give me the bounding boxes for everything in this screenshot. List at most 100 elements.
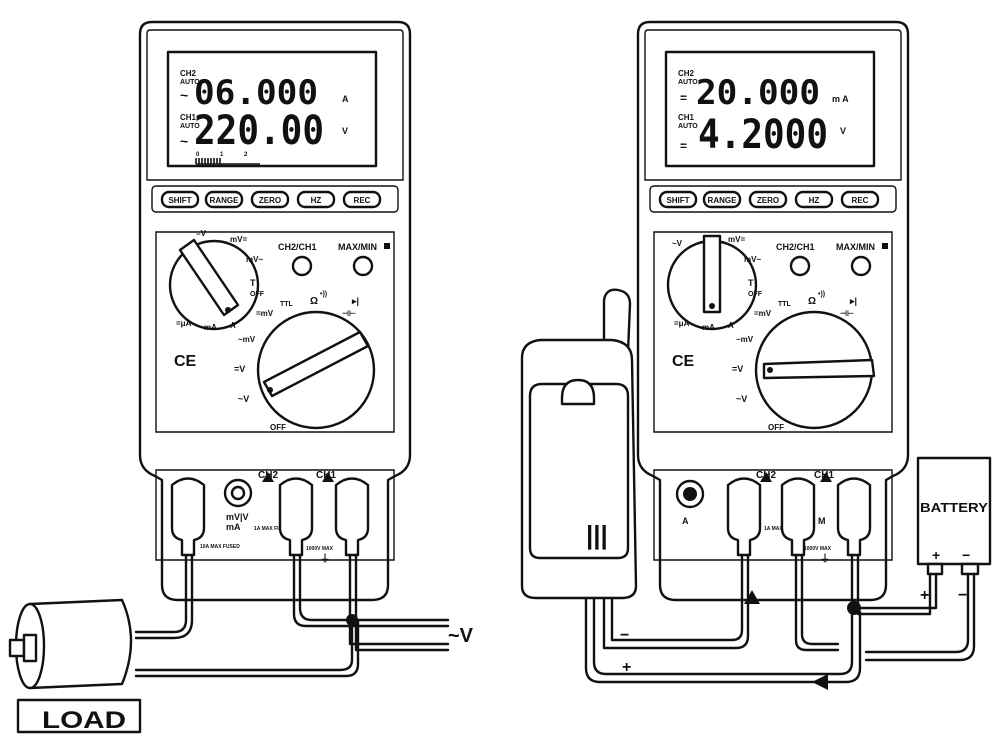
svg-text:mV=: mV= bbox=[230, 235, 247, 244]
svg-text:=μA: =μA bbox=[674, 319, 690, 328]
left-key-maxmin-label: MAX/MIN bbox=[338, 242, 377, 252]
left-key-ch2ch1[interactable] bbox=[291, 255, 313, 277]
battery-plus-terminal bbox=[926, 562, 944, 576]
right-ch1-auto: AUTO bbox=[678, 123, 698, 130]
right-button-zero[interactable]: ZERO bbox=[748, 190, 788, 209]
left-lcd-screen bbox=[166, 50, 378, 168]
right-dc-symbol-bottom: = bbox=[680, 139, 687, 153]
svg-text:~V: ~V bbox=[736, 394, 747, 404]
left-probe-plug-1 bbox=[170, 477, 206, 557]
left-junction-dot bbox=[346, 614, 358, 626]
svg-text:OFF: OFF bbox=[768, 423, 784, 432]
svg-text:Ω: Ω bbox=[310, 296, 318, 307]
right-ce-mark: CE bbox=[672, 353, 695, 370]
right-wiring: − + + − bbox=[584, 553, 976, 690]
right-key-maxmin[interactable] bbox=[850, 255, 872, 277]
transmitter-device: ||| bbox=[520, 288, 638, 600]
svg-text:~mV: ~mV bbox=[736, 335, 754, 344]
right-button-hz[interactable]: HZ bbox=[794, 190, 834, 209]
right-key-ch2ch1[interactable] bbox=[789, 255, 811, 277]
svg-text:~V: ~V bbox=[238, 394, 249, 404]
svg-text:T: T bbox=[748, 278, 754, 288]
right-terminal-a[interactable] bbox=[675, 479, 705, 509]
svg-text:mV~: mV~ bbox=[744, 255, 761, 264]
left-probe-plug-3 bbox=[334, 477, 370, 557]
left-bargraph-0: 0 bbox=[196, 152, 200, 158]
battery: BATTERY + − bbox=[916, 456, 992, 576]
right-button-shift[interactable]: SHIFT bbox=[658, 190, 698, 209]
svg-text:10A MAX FUSED: 10A MAX FUSED bbox=[200, 544, 240, 550]
left-terminal-a[interactable] bbox=[223, 478, 253, 508]
svg-text:⏚: ⏚ bbox=[820, 553, 830, 565]
right-multimeter: CH2 AUTO = 20.000 m A CH1 AUTO = 4.2000 … bbox=[636, 20, 910, 602]
svg-text:HZ: HZ bbox=[311, 196, 322, 205]
svg-text:~V: ~V bbox=[672, 239, 683, 248]
svg-text:▸|: ▸| bbox=[849, 296, 857, 306]
left-multimeter: CH2 AUTO ~ 06.000 A CH1 AUTO ~ 220.00 V … bbox=[138, 20, 412, 602]
left-reading-top: 06.000 bbox=[194, 73, 318, 113]
transmitter-marking: ||| bbox=[586, 520, 608, 550]
svg-text:A: A bbox=[682, 516, 689, 526]
battery-minus-terminal bbox=[960, 562, 980, 576]
svg-text:mV=: mV= bbox=[728, 235, 745, 244]
svg-text:REC: REC bbox=[354, 196, 371, 205]
left-bargraph-2: 2 bbox=[244, 152, 248, 158]
right-button-range[interactable]: RANGE bbox=[702, 190, 742, 209]
voltage-source-label: ~V bbox=[448, 625, 474, 647]
right-probe-plug-1 bbox=[726, 477, 762, 557]
svg-text:TTL: TTL bbox=[280, 301, 294, 308]
svg-text:▸|: ▸| bbox=[351, 296, 359, 306]
right-lcd-screen bbox=[664, 50, 876, 168]
left-ch2-auto: AUTO bbox=[180, 79, 200, 86]
svg-text:•)): •)) bbox=[818, 291, 825, 298]
left-bargraph-1: 1 bbox=[220, 152, 224, 158]
svg-text:=V: =V bbox=[732, 364, 743, 374]
svg-text:ZERO: ZERO bbox=[757, 196, 779, 205]
left-button-shift[interactable]: SHIFT bbox=[160, 190, 200, 209]
svg-text:=V: =V bbox=[234, 364, 245, 374]
svg-text:=mV: =mV bbox=[754, 309, 772, 318]
svg-text:mV|V: mV|V bbox=[226, 512, 249, 522]
battery-label: BATTERY bbox=[920, 500, 988, 515]
svg-text:1A MAX FUSED: 1A MAX FUSED bbox=[254, 526, 291, 532]
svg-text:HZ: HZ bbox=[809, 196, 820, 205]
left-wiring: ~V bbox=[134, 553, 474, 678]
svg-text:ZERO: ZERO bbox=[259, 196, 281, 205]
left-button-rec[interactable]: REC bbox=[342, 190, 382, 209]
left-ch1-auto: AUTO bbox=[180, 123, 200, 130]
left-button-range[interactable]: RANGE bbox=[204, 190, 244, 209]
svg-text:OFF: OFF bbox=[270, 423, 286, 432]
svg-text:OFF: OFF bbox=[250, 291, 265, 298]
left-bargraph bbox=[195, 158, 260, 165]
load-label: LOAD bbox=[42, 707, 126, 734]
svg-text:~mV: ~mV bbox=[238, 335, 256, 344]
left-ac-symbol-bottom: ~ bbox=[180, 133, 188, 149]
left-range-dial[interactable] bbox=[256, 310, 376, 430]
left-function-dial[interactable] bbox=[168, 238, 260, 331]
wire-minus-label: − bbox=[620, 627, 629, 644]
right-ch2-auto: AUTO bbox=[678, 79, 698, 86]
svg-text:mA: mA bbox=[204, 323, 217, 332]
svg-text:=μA: =μA bbox=[176, 319, 192, 328]
right-button-rec[interactable]: REC bbox=[840, 190, 880, 209]
svg-text:•)): •)) bbox=[320, 291, 327, 298]
right-function-dial[interactable] bbox=[666, 234, 758, 331]
svg-text:SHIFT: SHIFT bbox=[168, 196, 191, 205]
right-reading-bottom: 4.2000 bbox=[698, 112, 828, 158]
svg-text:T: T bbox=[250, 278, 256, 288]
right-range-dial[interactable] bbox=[754, 310, 876, 430]
right-key-maxmin-label: MAX/MIN bbox=[836, 242, 875, 252]
wire-plus-label: + bbox=[622, 659, 631, 676]
right-key-ch2ch1-label: CH2/CH1 bbox=[776, 242, 815, 252]
svg-text:1000V MAX: 1000V MAX bbox=[804, 546, 832, 552]
right-dc-symbol-top: = bbox=[680, 91, 687, 105]
right-unit-top: m A bbox=[832, 94, 849, 104]
left-key-maxmin[interactable] bbox=[352, 255, 374, 277]
svg-text:TTL: TTL bbox=[778, 301, 792, 308]
left-button-zero[interactable]: ZERO bbox=[250, 190, 290, 209]
left-reading-bottom: 220.00 bbox=[194, 108, 324, 154]
svg-text:M: M bbox=[818, 516, 826, 526]
left-button-hz[interactable]: HZ bbox=[296, 190, 336, 209]
battery-wire-minus-label: − bbox=[958, 587, 967, 604]
